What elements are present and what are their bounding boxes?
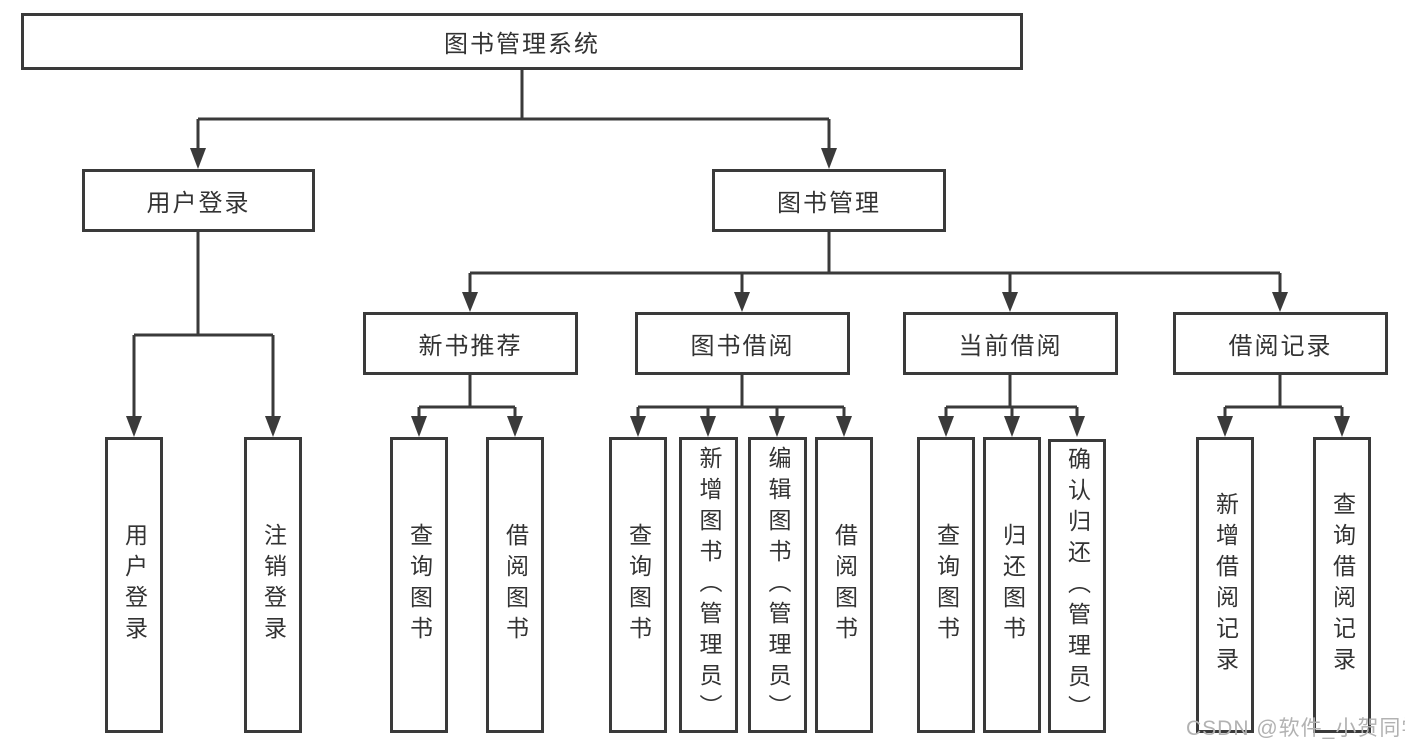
leaf-logout: 注销登录 [244, 437, 302, 733]
node-current-borrow: 当前借阅 [903, 312, 1118, 375]
connector-book-borrow-branch [636, 375, 846, 419]
connector-root-branch [196, 70, 831, 151]
arrowheads-level2 [190, 148, 837, 169]
arrowheads-user-login [126, 416, 281, 437]
leaf-user-login: 用户登录 [105, 437, 163, 733]
node-root: 图书管理系统 [21, 13, 1023, 70]
connector-borrow-records-branch [1223, 375, 1344, 419]
node-new-book-recommend: 新书推荐 [363, 312, 578, 375]
arrowheads-current-borrow [938, 416, 1085, 437]
leaf-edit-books-admin: 编辑图书（管理员） [748, 437, 807, 733]
leaf-add-borrow-record: 新增借阅记录 [1196, 437, 1254, 733]
node-book-management: 图书管理 [712, 169, 946, 232]
arrowheads-level3 [462, 292, 1288, 312]
connector-book-management-branch [468, 232, 1282, 294]
connector-new-book-branch [417, 375, 517, 419]
node-borrow-records: 借阅记录 [1173, 312, 1388, 375]
leaf-borrow-books-recommend: 借阅图书 [486, 437, 544, 733]
leaf-query-books-current: 查询图书 [917, 437, 975, 733]
leaf-query-books-recommend: 查询图书 [390, 437, 448, 733]
node-book-borrow: 图书借阅 [635, 312, 850, 375]
arrowheads-book-borrow [630, 416, 852, 437]
leaf-query-borrow-record: 查询借阅记录 [1313, 437, 1371, 733]
watermark-text: CSDN @软件_小贺同学 [1186, 717, 1405, 740]
node-user-login: 用户登录 [82, 169, 315, 232]
leaf-confirm-return-admin: 确认归还（管理员） [1048, 439, 1106, 733]
leaf-add-books-admin: 新增图书（管理员） [679, 437, 738, 733]
leaf-query-books-borrow: 查询图书 [609, 437, 667, 733]
arrowheads-new-book [411, 416, 523, 437]
leaf-borrow-books: 借阅图书 [815, 437, 873, 733]
connector-user-login-branch [132, 232, 275, 419]
connector-current-borrow-branch [944, 375, 1079, 419]
arrowheads-borrow-records [1217, 416, 1350, 437]
leaf-return-books: 归还图书 [983, 437, 1041, 733]
